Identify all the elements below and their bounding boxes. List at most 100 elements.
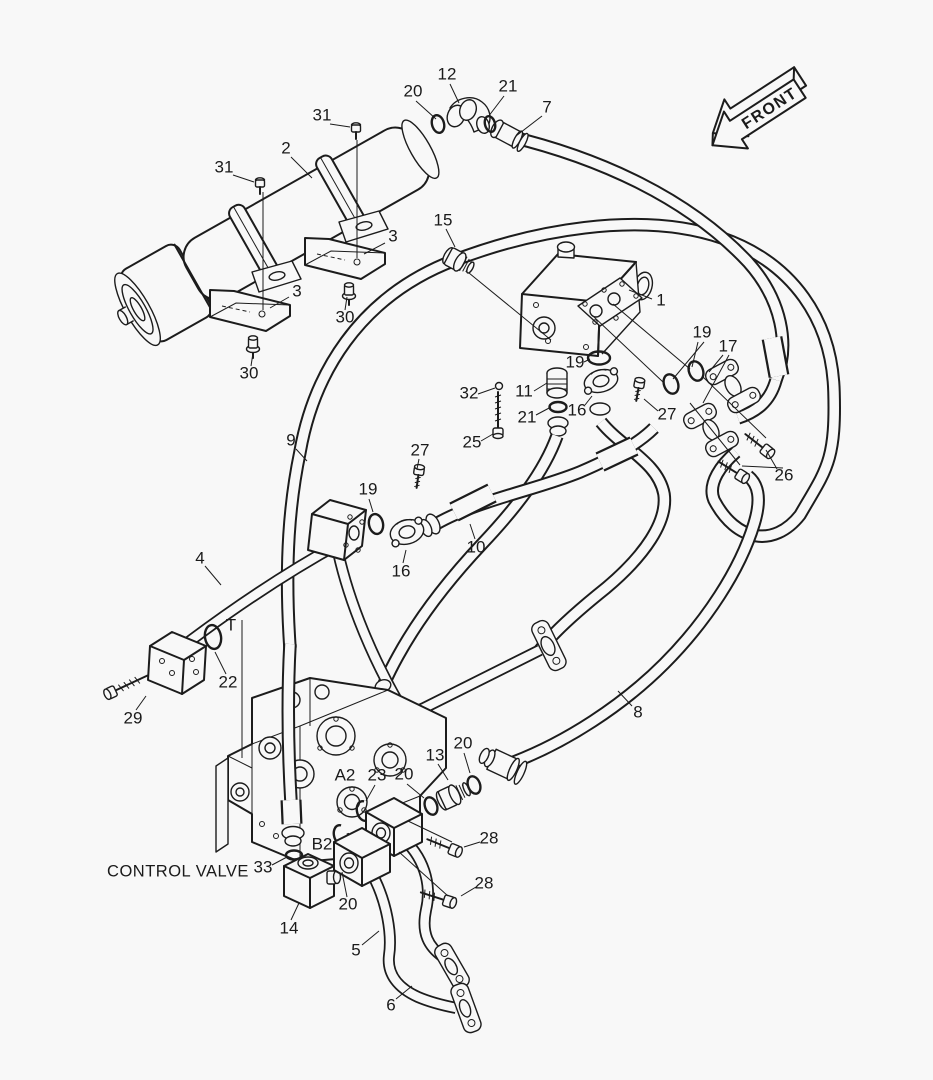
part-label-21: 21 bbox=[499, 76, 518, 95]
part-label-20: 20 bbox=[339, 894, 358, 913]
part-label-31: 31 bbox=[313, 105, 332, 124]
plug-32 bbox=[494, 381, 504, 391]
bolt-31-right bbox=[350, 122, 362, 140]
part-label-32: 32 bbox=[460, 383, 479, 402]
hose-8 bbox=[478, 470, 765, 785]
part-label-21: 21 bbox=[518, 407, 537, 426]
o-ring-19 bbox=[586, 350, 612, 366]
front-direction-arrow: FRONT bbox=[711, 66, 808, 150]
plug-15 bbox=[442, 246, 475, 274]
o-ring-19 bbox=[662, 373, 680, 395]
port-label-a2: A2 bbox=[335, 765, 356, 784]
bolt-28 bbox=[419, 889, 458, 909]
part-label-15: 15 bbox=[434, 210, 453, 229]
elbow-fitting-12 bbox=[430, 97, 497, 135]
part-label-23: 23 bbox=[368, 765, 387, 784]
text-annotations: T A2 B2 CONTROL VALVE bbox=[107, 615, 355, 880]
split-flange-cluster bbox=[662, 358, 776, 485]
flange-block bbox=[333, 827, 391, 887]
o-ring-22 bbox=[203, 623, 223, 651]
part-label-20: 20 bbox=[395, 764, 414, 783]
pipes-5-6 bbox=[333, 797, 482, 1034]
part-label-26: 26 bbox=[775, 465, 794, 484]
part-label-28: 28 bbox=[475, 873, 494, 892]
hose-7-end-fitting bbox=[490, 119, 529, 153]
part-label-19: 19 bbox=[693, 322, 712, 341]
part-label-1: 1 bbox=[656, 290, 665, 309]
part-label-10: 10 bbox=[467, 537, 486, 556]
part-label-12: 12 bbox=[438, 64, 457, 83]
bolt-29 bbox=[103, 674, 149, 701]
bracket-3-right bbox=[304, 237, 386, 280]
part-label-16: 16 bbox=[392, 561, 411, 580]
fitting-13 bbox=[423, 775, 482, 816]
flange-16 bbox=[583, 367, 619, 395]
leader-lines bbox=[135, 83, 784, 1000]
part-label-17: 17 bbox=[719, 336, 738, 355]
hose-9-end bbox=[280, 643, 352, 909]
o-ring-20 bbox=[466, 775, 482, 795]
part-label-30: 30 bbox=[240, 363, 259, 382]
o-ring-20 bbox=[423, 796, 439, 816]
part-label-19: 19 bbox=[566, 352, 585, 371]
pipe-5-flange bbox=[434, 942, 470, 990]
assembly-lines bbox=[241, 140, 767, 897]
part-labels: 12 20 21 7 31 2 31 3 3 30 30 15 1 19 19 … bbox=[124, 64, 794, 1014]
bolt-26 bbox=[744, 432, 776, 460]
bolt-25 bbox=[492, 391, 504, 440]
o-ring-20 bbox=[430, 113, 446, 135]
elbow-fitting-14 bbox=[283, 853, 342, 909]
part-label-20: 20 bbox=[404, 81, 423, 100]
part-label-22: 22 bbox=[219, 672, 238, 691]
pipe-flange-plate bbox=[531, 619, 567, 672]
hose-8-end-fitting bbox=[478, 747, 528, 785]
part-label-13: 13 bbox=[426, 745, 445, 764]
part-label-8: 8 bbox=[633, 702, 642, 721]
part-label-33: 33 bbox=[254, 857, 273, 876]
part-label-2: 2 bbox=[281, 138, 290, 157]
part-label-27: 27 bbox=[658, 404, 677, 423]
bolt-31-left bbox=[254, 177, 266, 195]
part-label-11: 11 bbox=[515, 381, 533, 400]
part-label-27: 27 bbox=[411, 440, 430, 459]
pipe-4-flange-block bbox=[147, 631, 207, 695]
o-ring-21 bbox=[548, 400, 568, 414]
part-label-19: 19 bbox=[359, 479, 378, 498]
part-label-28: 28 bbox=[480, 828, 499, 847]
o-ring-33 bbox=[284, 849, 304, 861]
part-label-16: 16 bbox=[568, 400, 587, 419]
part-label-6: 6 bbox=[386, 995, 395, 1014]
control-valve-label: CONTROL VALVE bbox=[107, 862, 249, 880]
bolt-28 bbox=[426, 836, 463, 858]
part-label-25: 25 bbox=[463, 432, 482, 451]
valve-block-1 bbox=[442, 241, 654, 440]
o-ring-19 bbox=[367, 512, 385, 536]
bolt-27 bbox=[413, 463, 426, 489]
hose-10 bbox=[419, 423, 659, 538]
part-label-7: 7 bbox=[542, 97, 551, 116]
part-label-29: 29 bbox=[124, 708, 143, 727]
pipe-4 bbox=[103, 536, 345, 701]
bolt-27 bbox=[633, 376, 646, 402]
split-flange-half bbox=[705, 430, 739, 458]
part-label-4: 4 bbox=[195, 548, 204, 567]
bracket-3-left bbox=[209, 289, 291, 332]
port-label-t: T bbox=[226, 615, 236, 634]
part-label-14: 14 bbox=[280, 918, 299, 937]
part-label-30: 30 bbox=[336, 307, 355, 326]
four-hole-flange-block bbox=[307, 463, 426, 561]
fitting-11 bbox=[546, 367, 568, 399]
hose-7 bbox=[490, 119, 790, 425]
o-ring-19 bbox=[687, 360, 705, 382]
bolt-30-right bbox=[341, 282, 357, 306]
flange-16 bbox=[389, 516, 425, 548]
pipe-6-flange bbox=[450, 982, 482, 1034]
bolt-30-left bbox=[245, 335, 261, 359]
part-label-3: 3 bbox=[388, 226, 397, 245]
cylinder-assembly bbox=[114, 119, 440, 359]
part-label-9: 9 bbox=[286, 430, 295, 449]
part-label-5: 5 bbox=[351, 940, 360, 959]
part-label-20: 20 bbox=[454, 733, 473, 752]
